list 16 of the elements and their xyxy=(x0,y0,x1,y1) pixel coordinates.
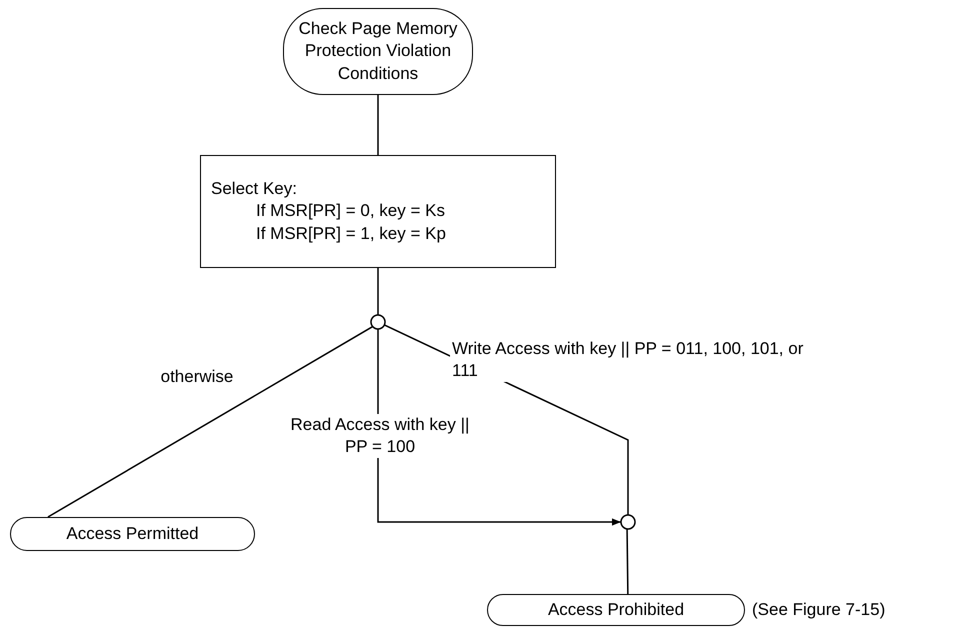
condition-text: If MSR[PR] = 0, key = Ks xyxy=(255,200,446,222)
terminal-box xyxy=(487,594,745,626)
condition-text: If MSR[PR] = 1, key = Kp xyxy=(255,222,447,245)
node-label: Check Page Memory Protection Violation Conditions xyxy=(298,18,458,85)
terminal-box xyxy=(10,517,255,551)
process-box xyxy=(200,155,556,268)
connector-line xyxy=(377,95,379,155)
reference-note: (See Figure 7-15) xyxy=(752,600,886,620)
junction-circle xyxy=(370,314,386,330)
node-label: Access Permitted xyxy=(66,522,199,545)
node-label: Access Prohibited xyxy=(548,598,684,621)
junction-circle xyxy=(620,514,636,530)
connector-line xyxy=(377,268,379,315)
box-heading: Select Key: xyxy=(211,178,298,200)
connector-line xyxy=(48,326,374,518)
connector-line xyxy=(626,528,629,594)
